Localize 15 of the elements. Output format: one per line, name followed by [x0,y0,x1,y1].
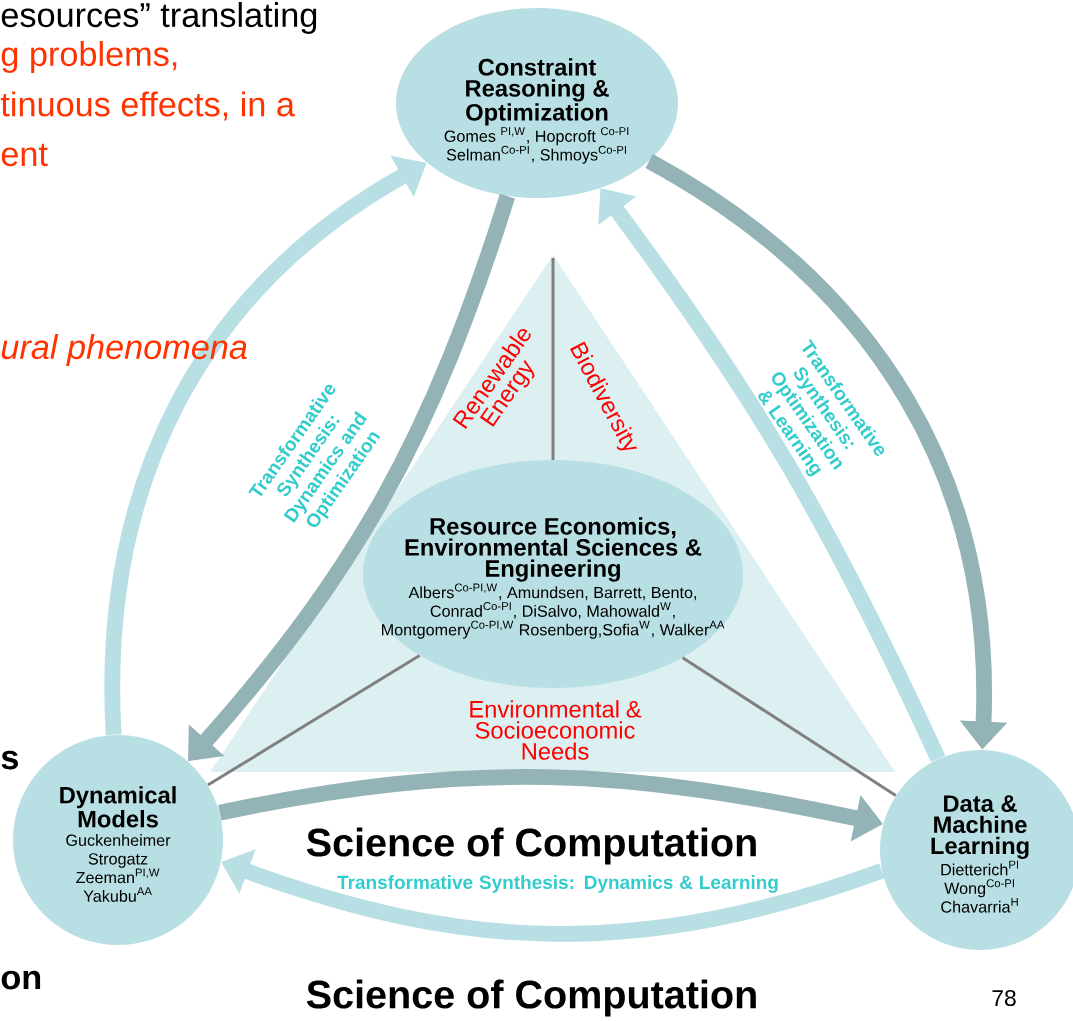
connector-line [207,654,421,787]
heading: Science of Computation [306,979,756,1017]
slide-text: esources” translating [1,2,317,34]
ellipse-node: Constraint Reasoning & Optimization Gomes $^{PI,W}$, Hopcroft $^{Co-PI}$ Selman$^{Co-PI}$, Shmoys$^{Co-PI}$ [396,8,678,198]
ellipse-node: Resource Economics, Environmental Sciences & Engineering Albers$^{Co-PI,W}$, Amundsen, Barrett, Bento, Conrad$^{Co-PI}$, DiSalvo, Mahowald$^{W}$, Montgomery$^{Co-PI,W}$ Rosenberg,Sofia$^{W}$, Walker$^{AA}$ [363,460,743,688]
connector-line [681,656,897,797]
page-number: 78 [992,989,1016,1007]
slide-text: ural phenomena [1,334,247,366]
slide-text: g problems, [1,41,177,73]
slide-text: tinuous effects, in a [0,91,295,121]
slide-text: on [1,970,41,990]
edge-label: Transformative Synthesis: Dynamics & Learning [337,875,778,893]
heading: Science of Computation [306,827,756,865]
region-label: Environmental & Socioeconomic Needs [470,700,642,760]
slide-text: ent [1,143,48,167]
